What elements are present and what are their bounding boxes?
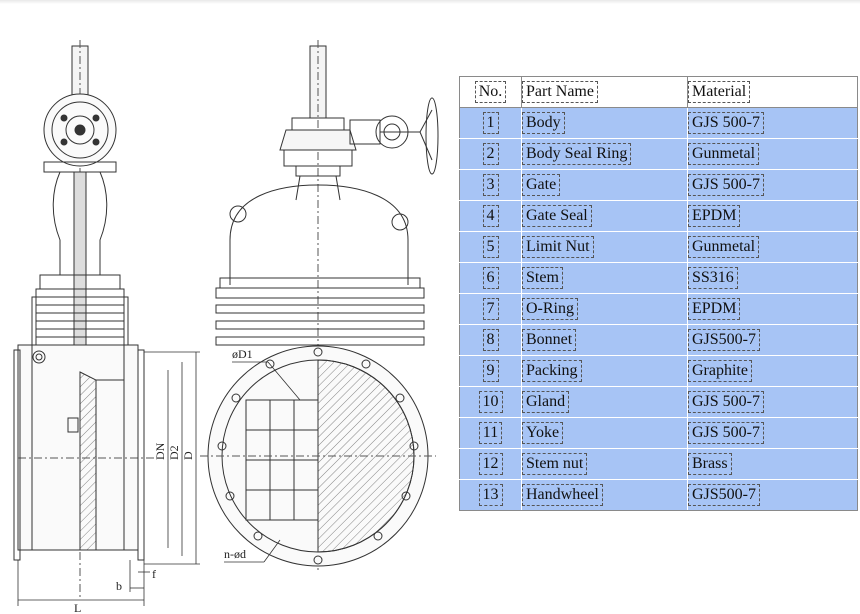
- cell-part-name: Gate: [521, 169, 688, 201]
- table-header-row: No. Part Name Material: [459, 76, 858, 108]
- front-gate-grid: [245, 399, 319, 521]
- header-no: No.: [459, 76, 522, 108]
- side-body: [17, 344, 160, 551]
- cell-part-name: O-Ring: [521, 293, 688, 325]
- top-shadow-bar: [0, 0, 860, 4]
- side-gearbox: [43, 93, 117, 173]
- cell-material: GJS500-7: [687, 479, 858, 511]
- front-bolt-holes: [217, 347, 419, 565]
- front-bonnet-flange: [215, 277, 425, 346]
- cell-part-name: Gland: [521, 386, 688, 418]
- header-material: Material: [687, 76, 858, 108]
- side-view: [13, 40, 160, 600]
- label-b: b: [116, 579, 122, 593]
- cell-no: 7: [459, 293, 522, 325]
- cell-part-name: Packing: [521, 355, 688, 387]
- front-gearbox: [279, 115, 420, 151]
- cell-part-name: Gate Seal: [521, 200, 688, 232]
- front-body: [200, 345, 436, 567]
- cell-no: 11: [459, 417, 522, 449]
- cell-part-name: Handwheel: [521, 479, 688, 511]
- cell-no: 3: [459, 169, 522, 201]
- cell-no: 12: [459, 448, 522, 480]
- cell-part-name: Yoke: [521, 417, 688, 449]
- cell-material: Brass: [687, 448, 858, 480]
- cell-no: 5: [459, 231, 522, 263]
- dimension-labels: øD1 DN D2 D n-ød b f L: [74, 347, 253, 614]
- cell-material: Graphite: [687, 355, 858, 387]
- label-f: f: [152, 567, 156, 581]
- header-part-name: Part Name: [521, 76, 688, 108]
- label-DN: DN: [153, 442, 167, 460]
- side-stem-tube: [73, 171, 87, 373]
- cell-material: Gunmetal: [687, 231, 858, 263]
- cell-part-name: Stem: [521, 262, 688, 294]
- cell-no: 1: [459, 107, 522, 139]
- cell-material: GJS 500-7: [687, 107, 858, 139]
- side-yoke: [52, 171, 108, 275]
- cell-no: 13: [459, 479, 522, 511]
- cell-part-name: Body: [521, 107, 688, 139]
- front-lifting-eye-left: [229, 205, 247, 223]
- label-D1: øD1: [232, 347, 253, 361]
- cell-no: 9: [459, 355, 522, 387]
- label-D2: D2: [167, 445, 181, 460]
- cell-material: Gunmetal: [687, 138, 858, 170]
- side-flange-left: [13, 349, 21, 561]
- cell-no: 4: [459, 200, 522, 232]
- cell-part-name: Limit Nut: [521, 231, 688, 263]
- cell-part-name: Body Seal Ring: [521, 138, 688, 170]
- cell-part-name: Stem nut: [521, 448, 688, 480]
- front-handwheel: [419, 97, 439, 175]
- cell-material: GJS 500-7: [687, 386, 858, 418]
- label-L: L: [74, 601, 81, 614]
- front-lifting-eye-right: [391, 213, 409, 231]
- cell-no: 6: [459, 262, 522, 294]
- front-yoke: [283, 149, 353, 201]
- cell-material: EPDM: [687, 293, 858, 325]
- cell-material: SS316: [687, 262, 858, 294]
- side-flange-right: [137, 349, 145, 561]
- cell-material: EPDM: [687, 200, 858, 232]
- gate-valve-drawing: øD1 DN D2 D n-ød b f L: [13, 40, 439, 614]
- label-n-d: n-ød: [224, 547, 246, 561]
- cell-no: 10: [459, 386, 522, 418]
- cell-material: GJS500-7: [687, 324, 858, 356]
- cell-material: GJS 500-7: [687, 169, 858, 201]
- cell-no: 2: [459, 138, 522, 170]
- side-bonnet: [31, 274, 129, 358]
- label-D: D: [181, 451, 195, 460]
- cell-no: 8: [459, 324, 522, 356]
- cell-part-name: Bonnet: [521, 324, 688, 356]
- front-view: [200, 40, 439, 570]
- cell-material: GJS 500-7: [687, 417, 858, 449]
- dimension-lines: [17, 351, 301, 606]
- front-bonnet: [229, 184, 409, 285]
